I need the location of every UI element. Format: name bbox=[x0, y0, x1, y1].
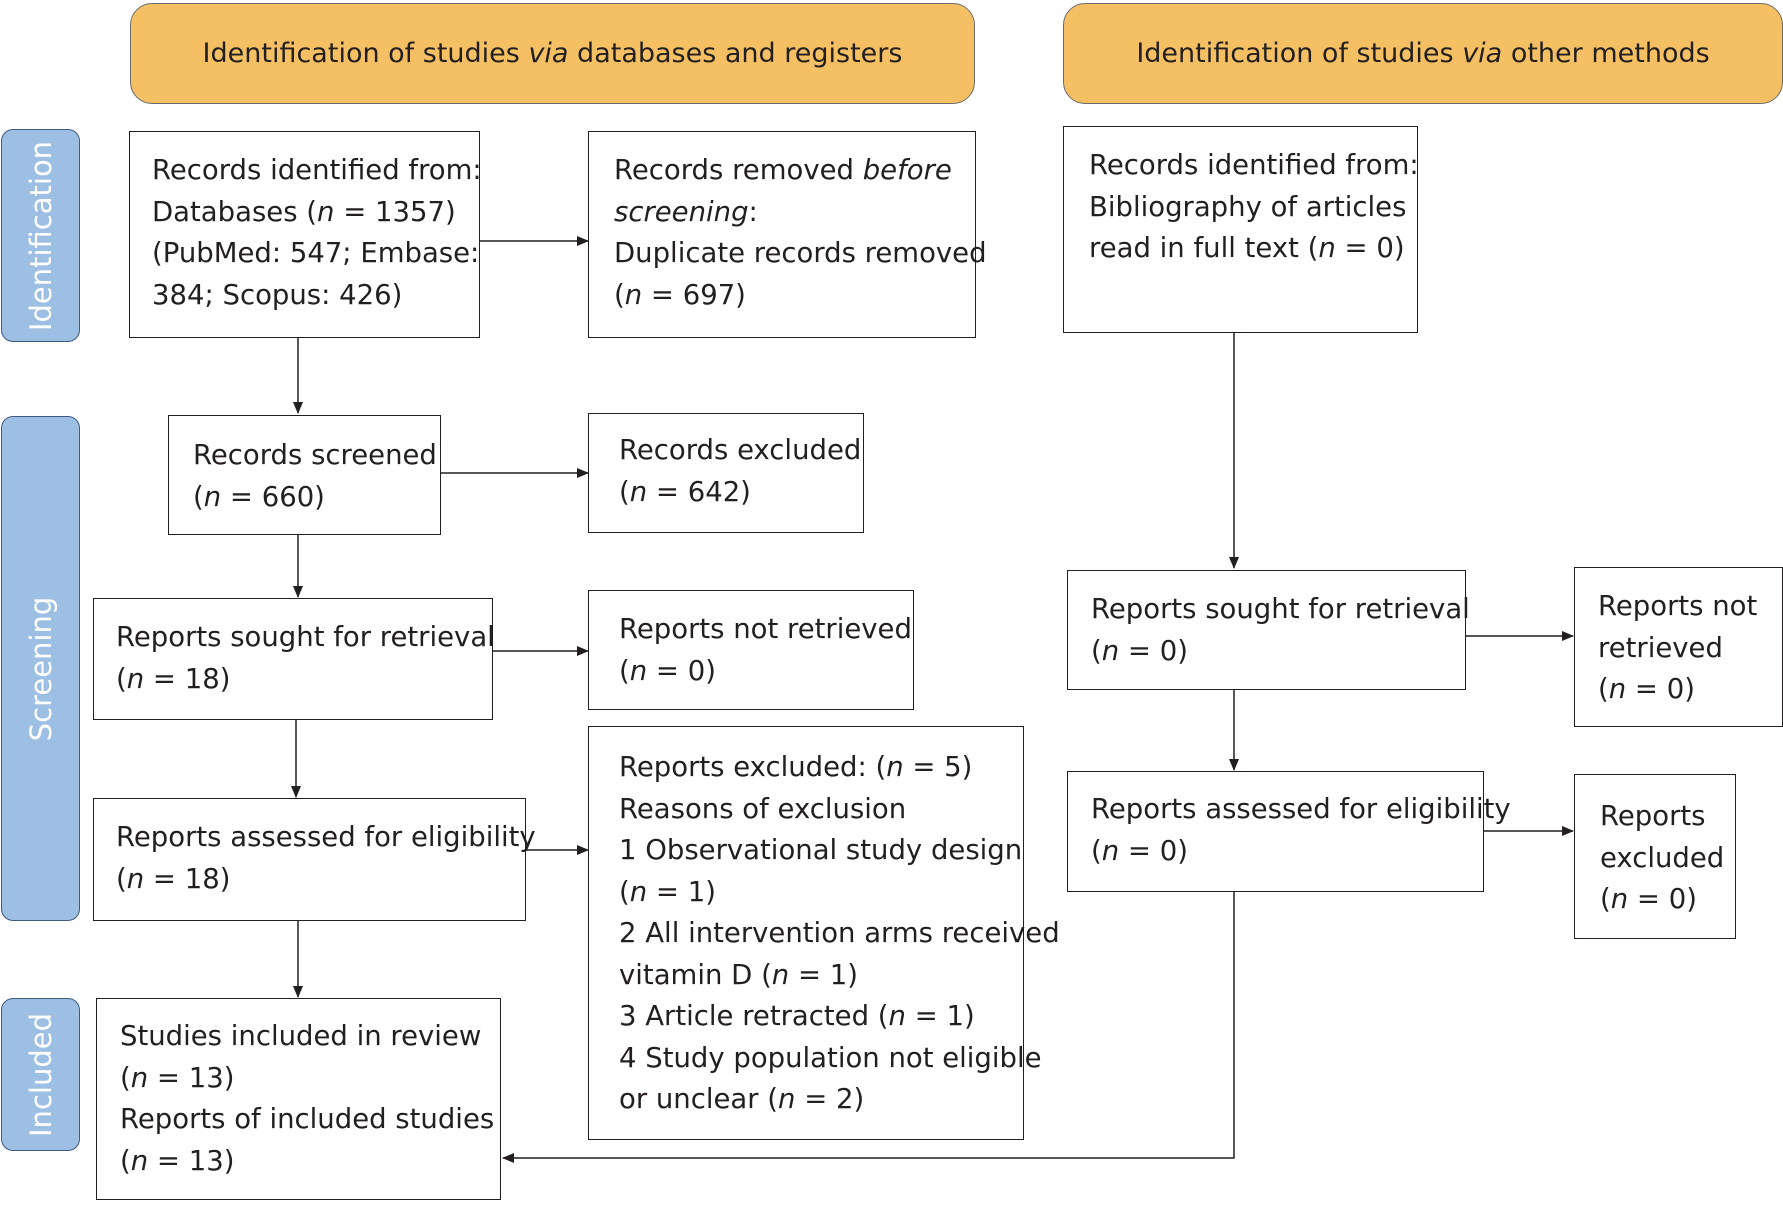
other-reports-excluded-line-2: excluded bbox=[1600, 841, 1725, 874]
records-identified-line-2: Databases (n = 1357) bbox=[152, 195, 456, 228]
records-removed-line-2: screening: bbox=[614, 195, 758, 228]
reports-assessed-line-1: Reports assessed for eligibility bbox=[116, 821, 536, 853]
records-excluded-line-1: Records excluded bbox=[619, 434, 862, 466]
header-other-methods: Identification of studies via other meth… bbox=[1063, 3, 1783, 104]
studies-included-line-1: Studies included in review bbox=[120, 1020, 482, 1052]
box-other-reports-excluded: Reports excluded (n = 0) bbox=[1574, 774, 1736, 939]
other-records-identified-line-3: read in full text (n = 0) bbox=[1089, 232, 1405, 264]
other-reports-not-retrieved-line-3: (n = 0) bbox=[1598, 673, 1695, 705]
records-identified-line-3: (PubMed: 547; Embase: bbox=[152, 237, 480, 269]
reports-excluded-line-2: Reasons of exclusion bbox=[619, 792, 907, 825]
box-other-reports-not-retrieved: Reports not retrieved (n = 0) bbox=[1574, 567, 1783, 727]
box-studies-included: Studies included in review (n = 13) Repo… bbox=[96, 998, 501, 1200]
studies-included-line-3: Reports of included studies bbox=[120, 1103, 495, 1135]
reports-excluded-line-4: (n = 1) bbox=[619, 875, 716, 908]
reports-excluded-line-6: vitamin D (n = 1) bbox=[619, 958, 858, 991]
other-reports-excluded-line-3: (n = 0) bbox=[1600, 883, 1697, 915]
reports-excluded-line-8: 4 Study population not eligible bbox=[619, 1041, 1042, 1074]
stage-identification: Identification bbox=[1, 129, 80, 342]
box-records-identified: Records identified from: Databases (n = … bbox=[129, 131, 482, 338]
stage-screening-label: Screening bbox=[23, 596, 58, 741]
reports-excluded-line-1: Reports excluded: (n = 5) bbox=[619, 751, 973, 783]
header-other-text: Identification of studies via other meth… bbox=[1136, 38, 1710, 69]
reports-not-retrieved-line-2: (n = 0) bbox=[619, 654, 716, 687]
records-removed-line-4: (n = 697) bbox=[614, 278, 746, 311]
other-reports-not-retrieved-line-1: Reports not bbox=[1598, 590, 1758, 622]
stage-included-label: Included bbox=[23, 1012, 58, 1137]
studies-included-line-4: (n = 13) bbox=[120, 1144, 235, 1177]
arrow-other-assessed-to-included bbox=[502, 892, 1235, 1163]
reports-sought-line-2: (n = 18) bbox=[116, 662, 231, 695]
reports-assessed-line-2: (n = 18) bbox=[116, 862, 231, 895]
reports-excluded-line-5: 2 All intervention arms received bbox=[619, 917, 1060, 949]
records-removed-line-1: Records removed before bbox=[614, 154, 952, 186]
header-databases-registers: Identification of studies via databases … bbox=[130, 3, 975, 104]
other-reports-sought-line-1: Reports sought for retrieval bbox=[1091, 593, 1470, 625]
box-reports-not-retrieved: Reports not retrieved (n = 0) bbox=[588, 590, 914, 710]
box-records-removed: Records removed before screening: Duplic… bbox=[588, 131, 987, 338]
box-records-screened: Records screened (n = 660) bbox=[168, 415, 441, 535]
other-records-identified-line-1: Records identified from: bbox=[1089, 149, 1419, 181]
box-reports-sought: Reports sought for retrieval (n = 18) bbox=[93, 598, 495, 720]
other-reports-not-retrieved-line-2: retrieved bbox=[1598, 631, 1723, 664]
records-identified-line-1: Records identified from: bbox=[152, 154, 482, 186]
other-reports-excluded-line-1: Reports bbox=[1600, 800, 1706, 832]
box-records-excluded: Records excluded (n = 642) bbox=[588, 413, 864, 533]
records-excluded-line-2: (n = 642) bbox=[619, 475, 751, 508]
records-screened-line-1: Records screened bbox=[193, 439, 437, 471]
reports-sought-line-1: Reports sought for retrieval bbox=[116, 621, 495, 653]
box-reports-excluded: Reports excluded: (n = 5) Reasons of exc… bbox=[588, 726, 1060, 1140]
stage-identification-label: Identification bbox=[23, 140, 58, 331]
reports-excluded-line-9: or unclear (n = 2) bbox=[619, 1083, 865, 1115]
records-removed-line-3: Duplicate records removed bbox=[614, 237, 987, 269]
header-databases-text: Identification of studies via databases … bbox=[202, 38, 903, 69]
reports-not-retrieved-line-1: Reports not retrieved bbox=[619, 613, 912, 645]
other-reports-sought-line-2: (n = 0) bbox=[1091, 634, 1188, 667]
other-reports-assessed-line-1: Reports assessed for eligibility bbox=[1091, 793, 1511, 825]
box-other-reports-assessed: Reports assessed for eligibility (n = 0) bbox=[1067, 771, 1511, 892]
other-reports-assessed-line-2: (n = 0) bbox=[1091, 834, 1188, 867]
records-screened-line-2: (n = 660) bbox=[193, 480, 325, 513]
reports-excluded-line-7: 3 Article retracted (n = 1) bbox=[619, 1000, 975, 1032]
box-other-reports-sought: Reports sought for retrieval (n = 0) bbox=[1067, 570, 1470, 690]
records-identified-line-4: 384; Scopus: 426) bbox=[152, 278, 403, 311]
stage-included: Included bbox=[1, 998, 80, 1151]
box-other-records-identified: Records identified from: Bibliography of… bbox=[1063, 126, 1419, 333]
other-records-identified-line-2: Bibliography of articles bbox=[1089, 190, 1407, 223]
reports-excluded-line-3: 1 Observational study design bbox=[619, 834, 1023, 866]
studies-included-line-2: (n = 13) bbox=[120, 1061, 235, 1094]
box-reports-assessed: Reports assessed for eligibility (n = 18… bbox=[93, 798, 536, 921]
stage-screening: Screening bbox=[1, 416, 80, 921]
